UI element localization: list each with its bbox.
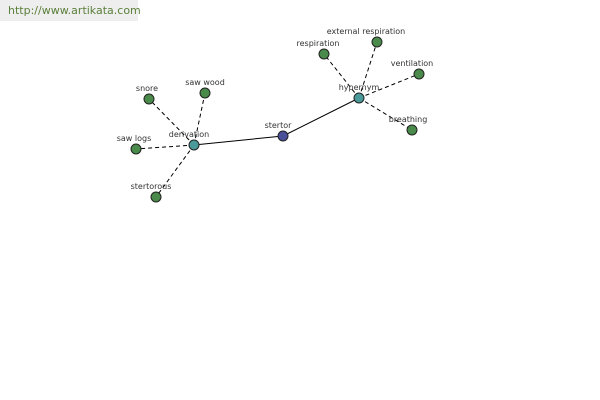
label-saw-wood: saw wood [185, 78, 225, 87]
label-respiration: respiration [296, 39, 339, 48]
edge-hypernym-breathing [358, 97, 413, 131]
label-derivation: derivation [169, 130, 209, 139]
node-ventilation[interactable] [413, 68, 425, 80]
node-saw-wood[interactable] [199, 87, 211, 99]
label-saw-logs: saw logs [117, 134, 152, 143]
label-snore: snore [136, 84, 158, 93]
label-hypernym: hypernym [339, 83, 380, 92]
node-derivation[interactable] [188, 139, 200, 151]
edge-derivation-snore [148, 98, 195, 146]
label-breathing: breathing [389, 115, 428, 124]
edge-derivation-stertorous [155, 144, 195, 198]
url-bar: http://www.artikata.com [0, 0, 141, 21]
node-hypernym[interactable] [353, 92, 365, 104]
node-breathing[interactable] [406, 124, 418, 136]
source-url[interactable]: http://www.artikata.com [8, 4, 141, 17]
node-stertorous[interactable] [150, 191, 162, 203]
label-external-respiration: external respiration [327, 27, 405, 36]
edge-stertor-derivation [193, 135, 284, 146]
node-snore[interactable] [143, 93, 155, 105]
edge-hypernym-respiration [323, 53, 360, 99]
edge-derivation-saw-wood [193, 92, 206, 146]
edge-stertor-hypernym [282, 97, 360, 137]
edge-hypernym-ventilation [358, 73, 420, 99]
label-stertor: stertor [265, 121, 293, 130]
label-ventilation: ventilation [391, 59, 434, 68]
node-stertor[interactable] [277, 130, 289, 142]
edge-derivation-saw-logs [135, 144, 195, 150]
edge-hypernym-external-respiration [358, 41, 378, 99]
node-saw-logs[interactable] [130, 143, 142, 155]
node-respiration[interactable] [318, 48, 330, 60]
node-external-respiration[interactable] [371, 36, 383, 48]
label-stertorous: stertorous [131, 182, 172, 191]
